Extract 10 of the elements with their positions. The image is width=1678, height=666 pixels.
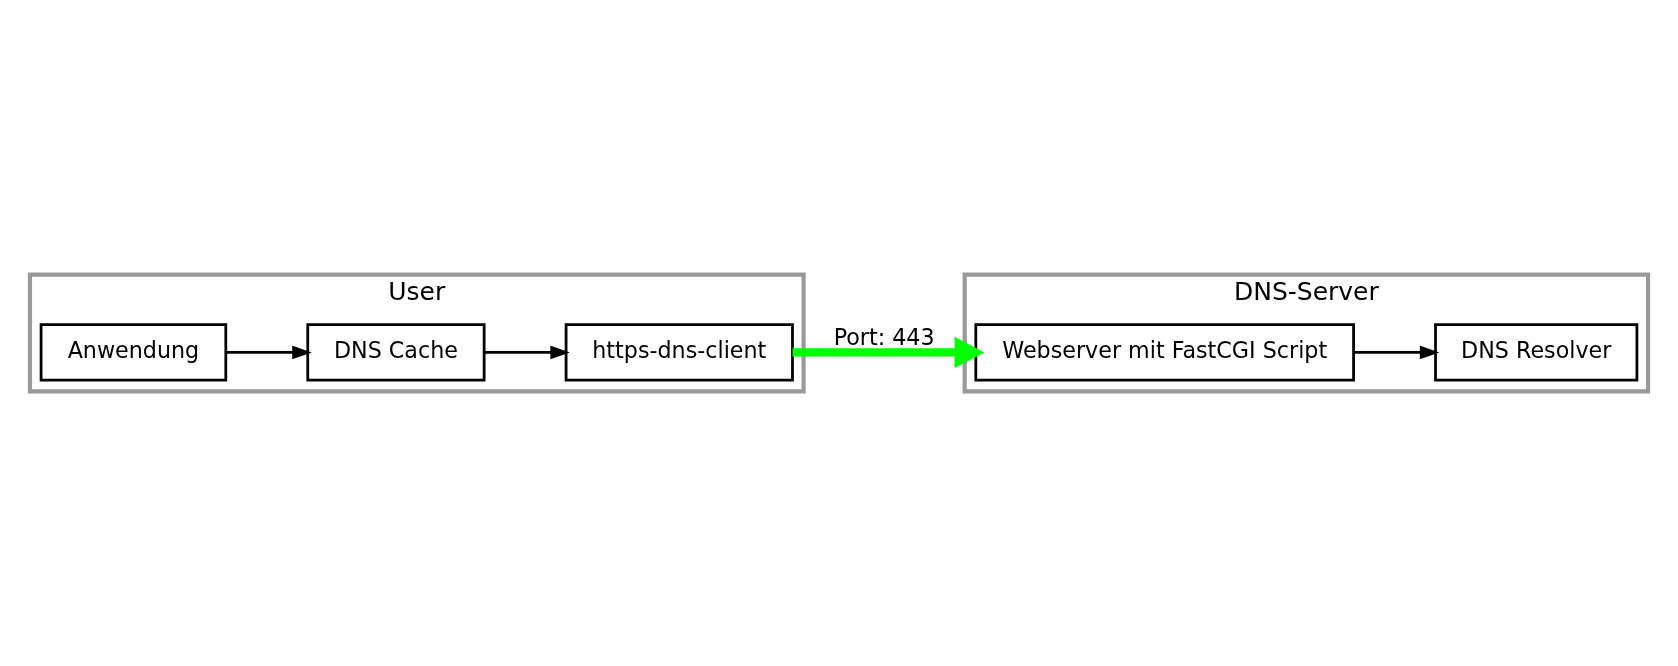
- node-box: Anwendung: [39, 323, 228, 382]
- node-box: Webserver mit FastCGI Script: [974, 323, 1355, 382]
- node-box: DNS Resolver: [1434, 323, 1639, 382]
- arrow: [792, 336, 985, 369]
- arrow: [484, 345, 570, 360]
- edge-label: Port: 443: [833, 324, 935, 351]
- arrow: [1353, 345, 1440, 360]
- arrow: [226, 345, 312, 360]
- node-box: DNS Cache: [306, 323, 486, 382]
- node-box: https-dns-client: [564, 323, 794, 382]
